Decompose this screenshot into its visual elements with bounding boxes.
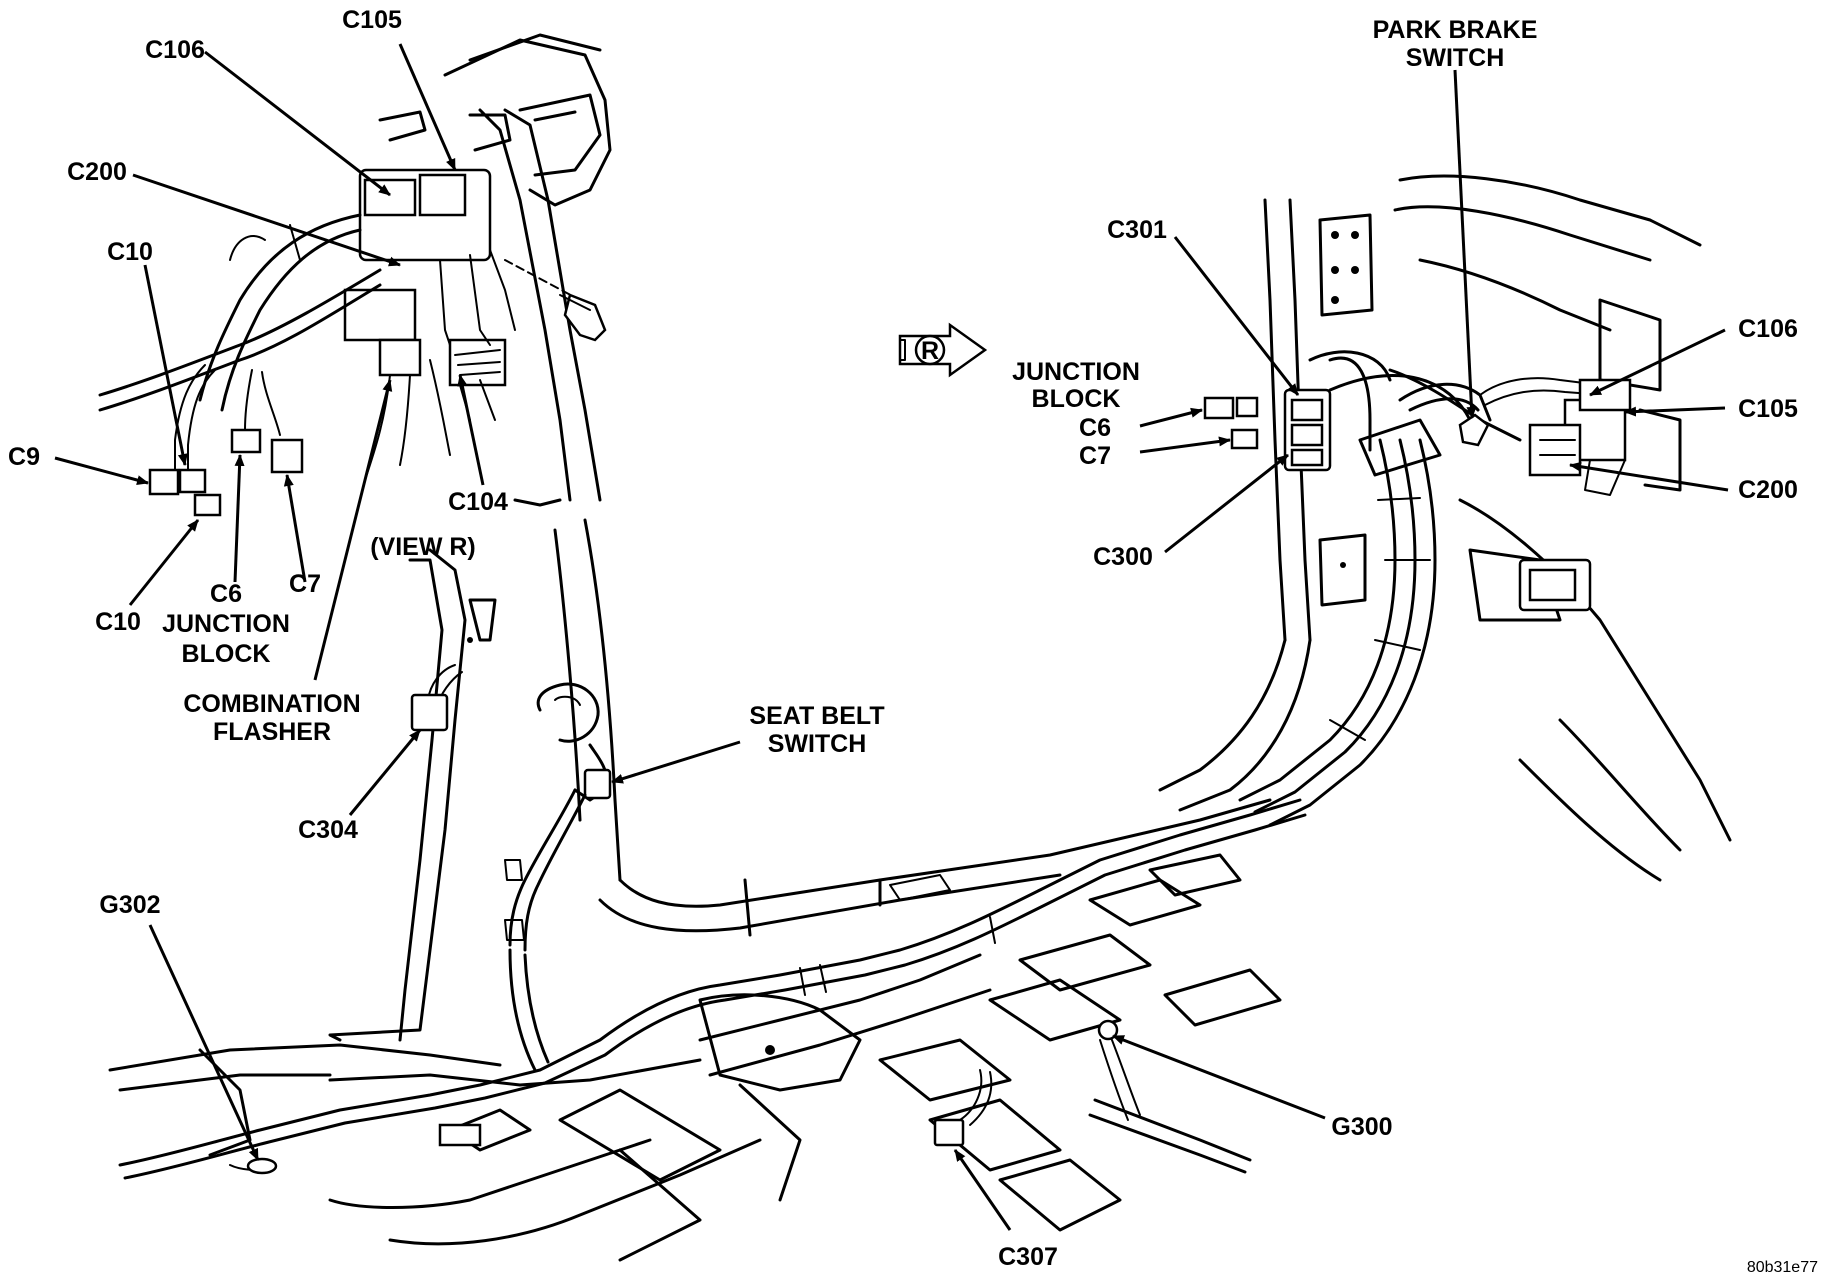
label-c7-left: C7 — [289, 570, 321, 598]
label-view-r: (VIEW R) — [370, 533, 476, 561]
view-marker-letter: R — [921, 337, 939, 365]
label-junction-block-right: JUNCTION — [1012, 358, 1140, 386]
label-c9: C9 — [8, 443, 40, 471]
label-c300: C300 — [1093, 543, 1153, 571]
label-c7-right: C7 — [1079, 442, 1111, 470]
label-combination-flasher: COMBINATION — [183, 690, 360, 718]
kick-panel-illustration — [1158, 174, 1732, 882]
steering-column-illustration — [98, 33, 612, 517]
label-c6-left: C6 — [210, 580, 242, 608]
label-c307: C307 — [998, 1243, 1058, 1271]
label-junction-block-left: JUNCTION — [162, 610, 290, 638]
label-seat-belt-switch: SEAT BELT — [749, 702, 884, 730]
label-c105-top: C105 — [342, 6, 402, 34]
label-combination-flasher-2: FLASHER — [213, 718, 331, 746]
label-park-brake-switch-2: SWITCH — [1406, 44, 1505, 72]
label-g300: G300 — [1331, 1113, 1392, 1141]
view-r-marker: R — [898, 322, 988, 378]
label-c105-right: C105 — [1738, 395, 1798, 423]
label-c104: C104 — [448, 488, 508, 516]
label-g302: G302 — [99, 891, 160, 919]
label-c106-top: C106 — [145, 36, 205, 64]
label-c6-right: C6 — [1079, 414, 1111, 442]
callout-labels: C105 C106 C200 C10 C9 C10 C6 JUNCTION BL… — [8, 6, 1818, 1276]
label-junction-block-left-2: BLOCK — [182, 640, 271, 668]
label-c10-bottom: C10 — [95, 608, 141, 636]
label-c304: C304 — [298, 816, 358, 844]
label-c200-top: C200 — [67, 158, 127, 186]
figure-reference: 80b31e77 — [1747, 1259, 1818, 1276]
label-c301: C301 — [1107, 216, 1167, 244]
leader-lines — [54, 43, 1729, 1231]
label-park-brake-switch: PARK BRAKE — [1373, 16, 1538, 44]
label-c200-right: C200 — [1738, 476, 1798, 504]
label-seat-belt-switch-2: SWITCH — [768, 730, 867, 758]
label-junction-block-right-2: BLOCK — [1032, 385, 1121, 413]
label-c106-right: C106 — [1738, 315, 1798, 343]
floor-and-pillar-illustration — [108, 518, 1307, 1262]
label-c10-top: C10 — [107, 238, 153, 266]
